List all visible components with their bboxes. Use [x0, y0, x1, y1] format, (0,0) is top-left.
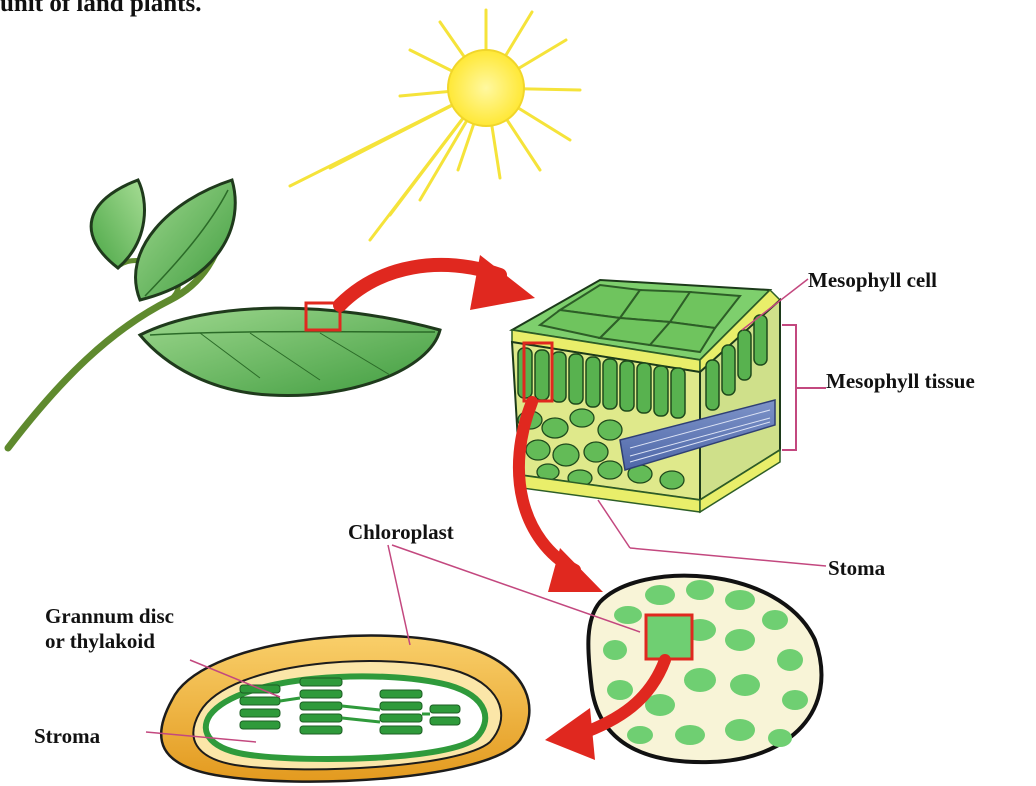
mesophyll-cell-zoom [588, 576, 821, 762]
label-granum: Grannum disc or thylakoid [45, 604, 195, 654]
label-stroma: Stroma [34, 724, 100, 749]
mesophyll-tissue-bracket [782, 325, 826, 450]
sun [290, 10, 580, 240]
leaf-sprig [8, 180, 440, 448]
label-stoma: Stoma [828, 556, 885, 581]
arrow-leaf-to-tissue [340, 255, 535, 310]
label-chloroplast: Chloroplast [348, 520, 454, 545]
cell-zoom-square [646, 615, 692, 659]
label-mesophyll-tissue: Mesophyll tissue [826, 369, 975, 394]
chloroplast [161, 636, 529, 782]
mesophyll-tissue-block [512, 280, 780, 512]
header-fragment: unit of land plants. [0, 0, 201, 16]
label-mesophyll-cell: Mesophyll cell [808, 268, 937, 293]
